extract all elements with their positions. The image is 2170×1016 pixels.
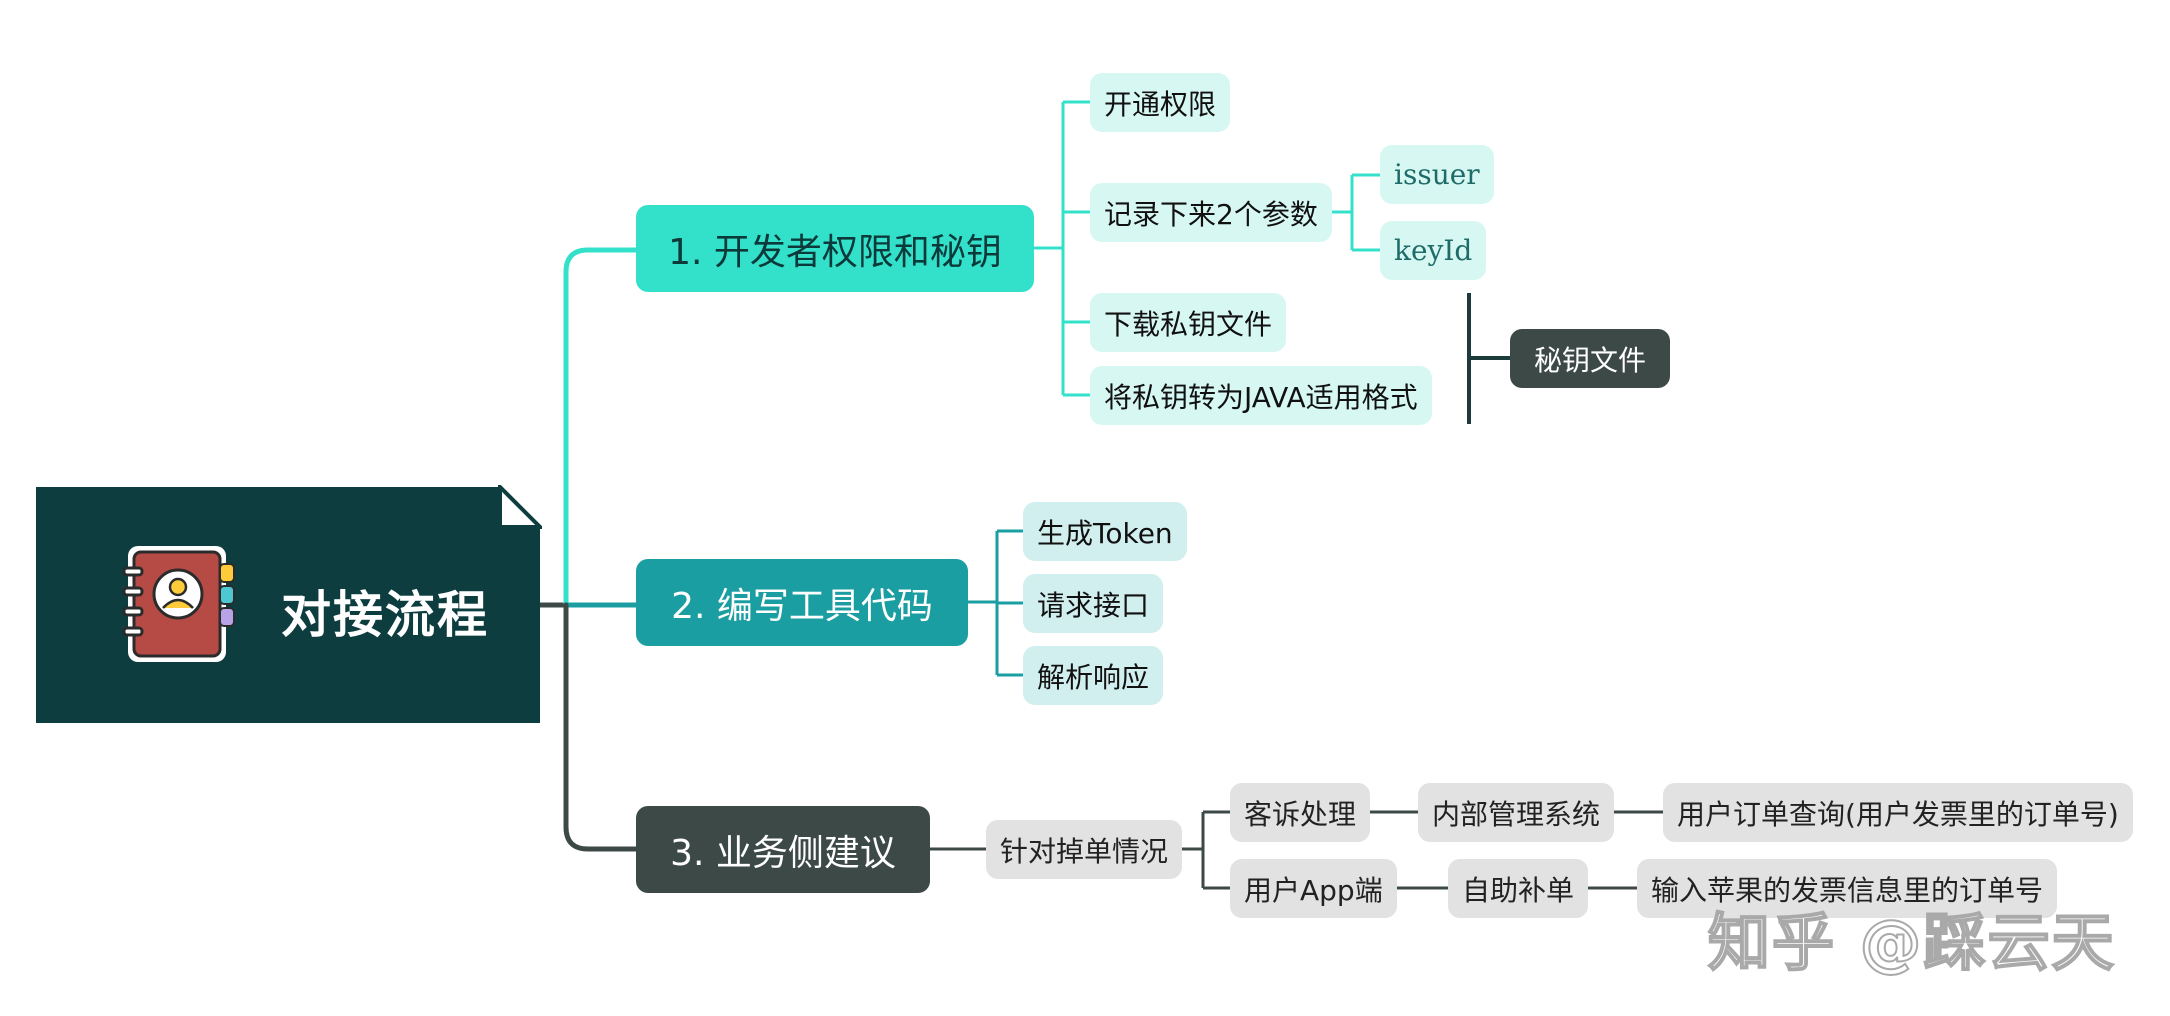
topic-record-params[interactable]: 记录下来2个参数: [1090, 183, 1332, 242]
root-node[interactable]: [36, 487, 540, 723]
topic-parse-response[interactable]: 解析响应: [1023, 646, 1164, 705]
topic-convert-key-java[interactable]: 将私钥转为JAVA适用格式: [1090, 366, 1432, 425]
branch-tool-code[interactable]: 2. 编写工具代码: [636, 559, 968, 646]
topic-generate-token[interactable]: 生成Token: [1023, 502, 1187, 561]
topic-complaint-handling[interactable]: 客诉处理: [1230, 783, 1371, 842]
topic-issuer[interactable]: issuer: [1380, 145, 1494, 204]
topic-user-app[interactable]: 用户App端: [1230, 859, 1397, 918]
fold-edge-line: [498, 485, 542, 529]
root-title: 对接流程: [281, 586, 489, 644]
topic-internal-system[interactable]: 内部管理系统: [1418, 783, 1615, 842]
topic-keyid[interactable]: keyId: [1380, 221, 1487, 280]
summary-key-file[interactable]: 秘钥文件: [1510, 329, 1671, 388]
branch-developer-keys[interactable]: 1. 开发者权限和秘钥: [636, 205, 1034, 292]
topic-request-api[interactable]: 请求接口: [1023, 574, 1164, 633]
topic-enter-invoice-order[interactable]: 输入苹果的发票信息里的订单号: [1637, 859, 2058, 918]
watermark-text: 知乎 @踩云天: [1707, 905, 2116, 980]
topic-download-private-key[interactable]: 下载私钥文件: [1090, 293, 1287, 352]
address-book-icon: [122, 546, 235, 662]
topic-self-service[interactable]: 自助补单: [1448, 859, 1589, 918]
branch-business-advice[interactable]: 3. 业务侧建议: [636, 806, 930, 893]
topic-enable-permission[interactable]: 开通权限: [1090, 73, 1231, 132]
topic-user-order-query[interactable]: 用户订单查询(用户发票里的订单号): [1663, 783, 2133, 842]
topic-missing-order[interactable]: 针对掉单情况: [986, 820, 1183, 879]
